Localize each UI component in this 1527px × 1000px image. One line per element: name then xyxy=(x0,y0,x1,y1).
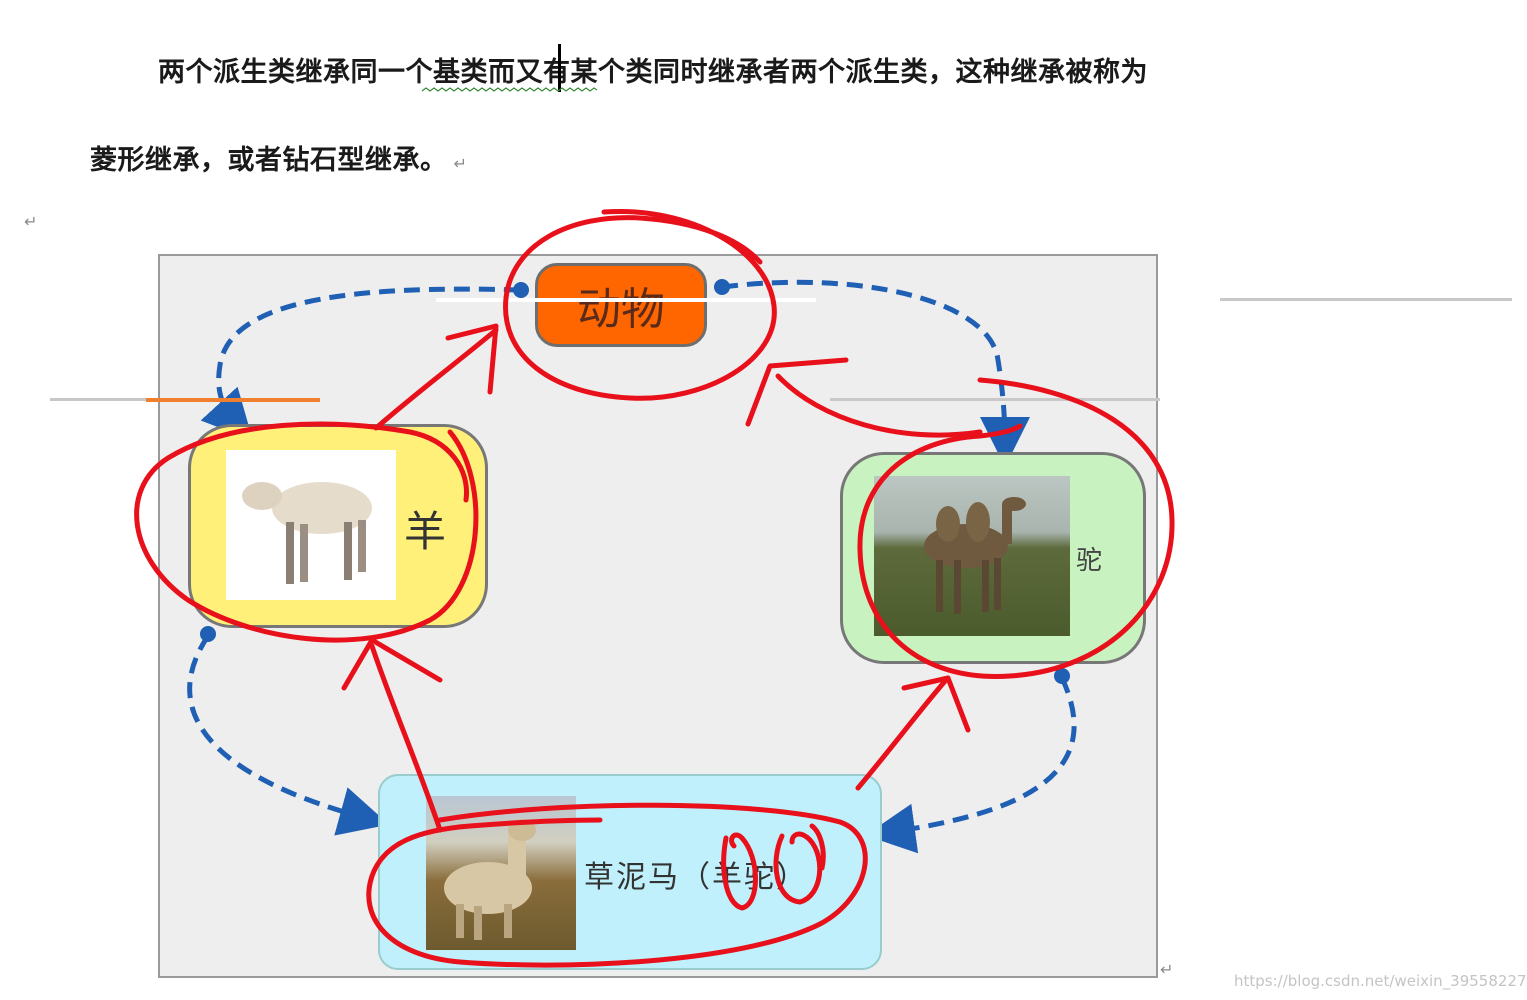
spellcheck-underline xyxy=(421,87,598,92)
alpaca-photo xyxy=(426,796,576,950)
capture-smear xyxy=(1220,298,1512,301)
paragraph-line-2[interactable]: 菱形继承，或者钻石型继承。 ↵ xyxy=(90,138,467,177)
text-cursor xyxy=(558,44,561,92)
paragraph-line-1[interactable]: 两个派生类继承同一个基类而又有某个类同时继承者两个派生类，这种继承被称为 xyxy=(158,50,1148,89)
camel-photo xyxy=(874,476,1070,636)
node-sheep-label: 羊 xyxy=(404,507,447,556)
capture-smear xyxy=(830,398,1160,401)
paragraph-mark-icon: ↵ xyxy=(24,212,38,231)
capture-smear xyxy=(146,398,320,402)
paragraph-line-2-text: 菱形继承，或者钻石型继承。 xyxy=(90,145,448,176)
node-alpaca-label: 草泥马（羊驼） xyxy=(584,860,808,895)
paragraph-mark-icon: ↵ xyxy=(453,154,468,173)
sheep-photo xyxy=(226,450,396,600)
watermark-text: https://blog.csdn.net/weixin_39558227 xyxy=(1234,972,1527,990)
paragraph-mark-icon: ↵ xyxy=(1160,960,1174,979)
node-animal-label: 动物 xyxy=(577,284,665,335)
capture-smear xyxy=(436,298,816,302)
node-camel-label: 驼 xyxy=(1076,546,1103,576)
node-animal[interactable]: 动物 xyxy=(535,263,707,347)
paragraph-line-1-text: 两个派生类继承同一个基类而又有某个类同时继承者两个派生类，这种继承被称为 xyxy=(158,57,1148,88)
